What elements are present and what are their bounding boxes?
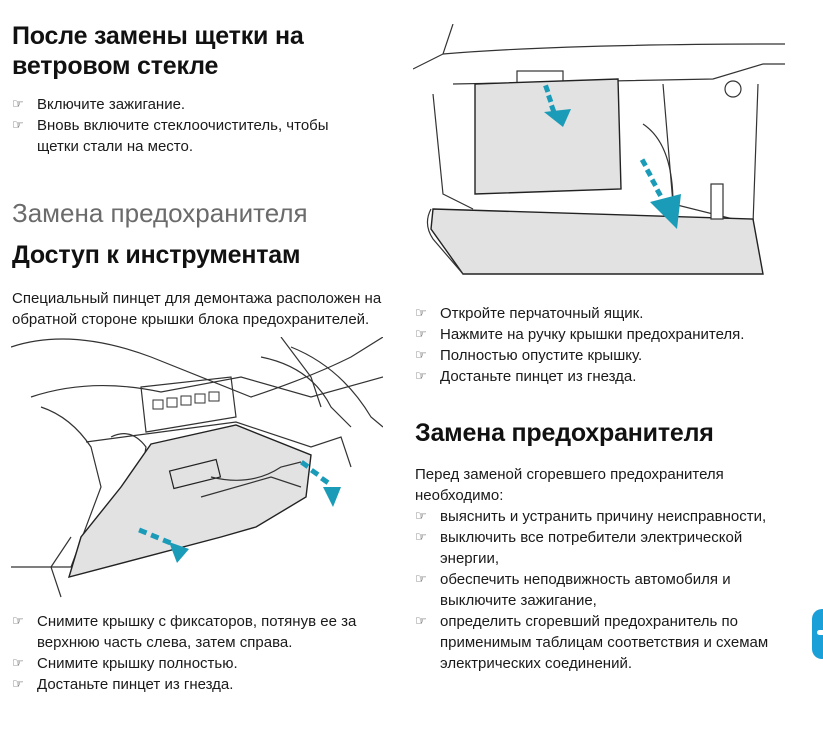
fuse-replacement-prerequisites: ☞выяснить и устранить причину неисправно… — [415, 506, 775, 674]
list-item: ☞Откройте перчаточный ящик. — [415, 305, 644, 322]
after-wiper-steps-list: ☞Включите зажигание. ☞Вновь включите сте… — [12, 94, 372, 157]
list-item: ☞выяснить и устранить причину неисправно… — [415, 508, 767, 525]
list-item: ☞Полностью опустите крышку. — [415, 347, 643, 364]
list-item: ☞Достаньте пинцет из гнезда. — [12, 676, 234, 693]
list-item: ☞Вновь включите стеклоочиститель, чтобы … — [12, 117, 329, 155]
pointing-hand-icon: ☞ — [415, 572, 427, 587]
chapter-title-fuse-replacement: Замена предохранителя — [12, 198, 308, 228]
list-item: ☞Снимите крышку полностью. — [12, 655, 238, 672]
fuse-replacement-intro: Перед заменой сгоревшего предохранителя … — [415, 466, 724, 504]
pointing-hand-icon: ☞ — [415, 327, 427, 342]
list-item: ☞Нажмите на ручку крышки предохранителя. — [415, 326, 745, 343]
glovebox-illustration — [413, 24, 785, 282]
list-item: ☞обеспечить неподвижность автомобиля и в… — [415, 571, 731, 609]
section-title-tool-access: Доступ к инструментам — [12, 241, 301, 269]
pointing-hand-icon: ☞ — [12, 677, 24, 692]
list-item: ☞Включите зажигание. — [12, 96, 186, 113]
left-steps-list: ☞Снимите крышку с фиксаторов, потянув ее… — [12, 611, 392, 695]
pointing-hand-icon: ☞ — [415, 530, 427, 545]
section-title-after-wiper-replacement: После замены щетки на ветровом стекле — [12, 22, 304, 80]
chapter-tab-marker — [812, 609, 823, 659]
pointing-hand-icon: ☞ — [12, 656, 24, 671]
pointing-hand-icon: ☞ — [12, 97, 24, 112]
pointing-hand-icon: ☞ — [12, 118, 24, 133]
right-steps-list: ☞Откройте перчаточный ящик. ☞Нажмите на … — [415, 303, 815, 387]
section-title-fuse-replacement: Замена предохранителя — [415, 419, 714, 447]
pointing-hand-icon: ☞ — [415, 509, 427, 524]
pointing-hand-icon: ☞ — [415, 348, 427, 363]
fuse-cover-illustration — [11, 337, 383, 599]
list-item: ☞определить сгоревший предохранитель по … — [415, 613, 769, 672]
pointing-hand-icon: ☞ — [415, 369, 427, 384]
pointing-hand-icon: ☞ — [12, 614, 24, 629]
list-item: ☞Достаньте пинцет из гнезда. — [415, 368, 637, 385]
pointing-hand-icon: ☞ — [415, 306, 427, 321]
list-item: ☞Снимите крышку с фиксаторов, потянув ее… — [12, 613, 357, 651]
pointing-hand-icon: ☞ — [415, 614, 427, 629]
tool-access-intro: Специальный пинцет для демонтажа располо… — [12, 290, 382, 328]
list-item: ☞выключить все потребители электрической… — [415, 529, 743, 567]
